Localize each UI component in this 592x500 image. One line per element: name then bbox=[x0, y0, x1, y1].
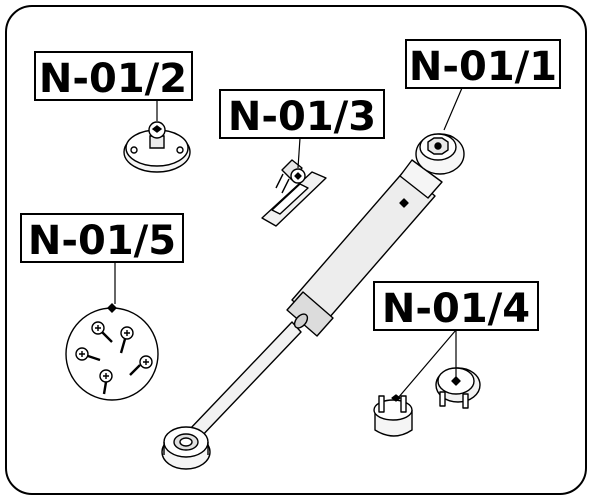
label-text-n015: N-01/5 bbox=[28, 218, 176, 264]
label-n012: N-01/2 bbox=[34, 51, 193, 102]
leader-line-n014a bbox=[397, 329, 457, 399]
label-text-n014: N-01/4 bbox=[382, 286, 530, 332]
label-n015: N-01/5 bbox=[20, 213, 184, 264]
label-n011: N-01/1 bbox=[405, 39, 561, 90]
leader-line-n013 bbox=[297, 137, 301, 169]
leader-line-n011 bbox=[443, 87, 463, 131]
label-text-n011: N-01/1 bbox=[409, 44, 557, 90]
round-ball-mount-icon bbox=[123, 121, 191, 173]
screw-set-icon bbox=[65, 303, 159, 401]
label-text-n012: N-01/2 bbox=[39, 56, 187, 102]
plastic-cap-icon bbox=[373, 367, 481, 437]
bracket-mount-icon bbox=[261, 159, 327, 227]
label-n014: N-01/4 bbox=[373, 281, 539, 332]
gas-spring-icon bbox=[161, 133, 465, 470]
label-n013: N-01/3 bbox=[219, 89, 385, 140]
label-text-n013: N-01/3 bbox=[228, 94, 376, 140]
